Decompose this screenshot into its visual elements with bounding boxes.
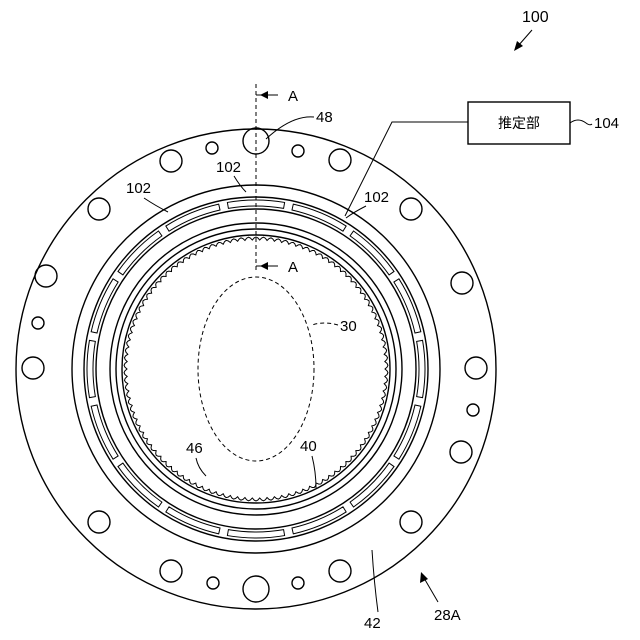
bolt-hole xyxy=(450,441,472,463)
segment-leader-left xyxy=(144,198,168,212)
flange-label: 42 xyxy=(364,615,381,632)
segment-label-top: 102 xyxy=(216,159,241,176)
dashed-region xyxy=(198,277,314,461)
inner-ring-3 xyxy=(122,235,390,503)
bolt-hole xyxy=(32,317,44,329)
flange-outer-edge xyxy=(16,129,496,609)
teeth-leader xyxy=(196,458,206,476)
bolt-hole xyxy=(206,142,218,154)
assembly-arrowhead xyxy=(420,572,428,583)
sensor-segment xyxy=(350,231,394,275)
hole-leader xyxy=(266,117,314,139)
bolt-hole xyxy=(207,577,219,589)
segment-ring-inner xyxy=(96,209,416,529)
inner-ring-leader xyxy=(312,456,316,488)
segment-leader-top xyxy=(234,176,246,192)
sensor-segment xyxy=(227,530,284,538)
sensor-segments xyxy=(87,200,425,538)
inner-ring-label: 40 xyxy=(300,438,317,455)
bolt-hole xyxy=(451,272,473,294)
bolt-hole xyxy=(22,357,44,379)
region-leader xyxy=(312,323,338,325)
region-label: 30 xyxy=(340,318,357,335)
bolt-hole xyxy=(292,577,304,589)
sensor-segment xyxy=(87,340,95,397)
bolt-hole xyxy=(243,576,269,602)
device-label: 100 xyxy=(522,9,549,26)
section-arrowhead-top xyxy=(260,91,268,99)
estimator-ref-label: 104 xyxy=(594,115,619,132)
hole-label: 48 xyxy=(316,109,333,126)
section-label-top: A xyxy=(288,88,298,105)
bolt-hole xyxy=(467,404,479,416)
sensor-segment xyxy=(118,231,162,275)
bolt-hole xyxy=(465,357,487,379)
bolt-hole xyxy=(400,511,422,533)
assembly-label: 28A xyxy=(434,607,461,624)
bolt-hole xyxy=(329,149,351,171)
sensor-segment xyxy=(417,340,425,397)
bolt-holes xyxy=(22,128,487,602)
assembly-arrow xyxy=(424,578,438,602)
bolt-hole xyxy=(329,560,351,582)
sensor-segment xyxy=(350,463,394,507)
sensor-segment xyxy=(118,463,162,507)
section-arrowhead-bottom xyxy=(260,262,268,270)
bolt-hole xyxy=(88,511,110,533)
inner-ring-2 xyxy=(116,229,396,509)
bolt-hole xyxy=(88,198,110,220)
bolt-hole xyxy=(400,198,422,220)
section-label-bottom: A xyxy=(288,259,298,276)
segment-label-left: 102 xyxy=(126,180,151,197)
bolt-hole xyxy=(292,145,304,157)
bolt-hole xyxy=(35,265,57,287)
estimator-ref-leader xyxy=(570,120,592,125)
bolt-hole xyxy=(160,560,182,582)
segment-label-right: 102 xyxy=(364,189,389,206)
bolt-hole xyxy=(160,150,182,172)
teeth-label: 46 xyxy=(186,440,203,457)
estimator-box-label: 推定部 xyxy=(498,115,540,131)
flange-leader xyxy=(372,550,378,612)
